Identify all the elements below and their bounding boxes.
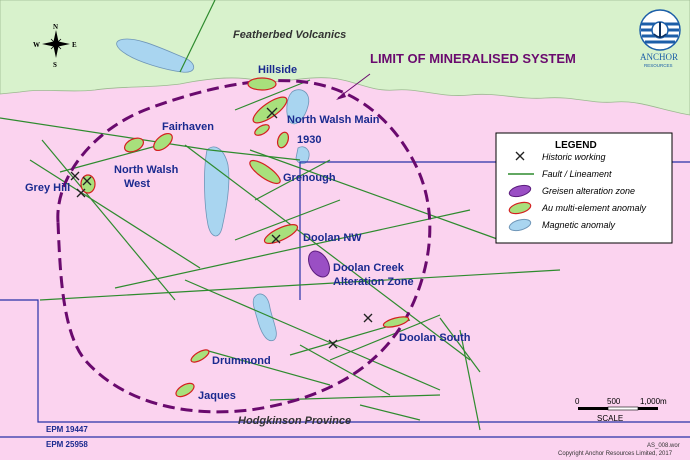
legend-label-au-anomaly: Au multi-element anomaly	[541, 203, 647, 213]
svg-text:E: E	[72, 41, 77, 49]
svg-text:S: S	[53, 61, 57, 69]
logo-name: ANCHOR	[640, 52, 678, 62]
historic-working-icon	[82, 176, 92, 186]
limit-pointer-head	[336, 92, 346, 100]
magnetic-anomaly	[204, 146, 230, 237]
au-anomaly	[175, 382, 195, 398]
au-anomaly	[276, 131, 290, 149]
legend-magnetic-symbol	[508, 218, 532, 232]
limit-label: LIMIT OF MINERALISED SYSTEM	[370, 51, 576, 66]
legend-title: LEGEND	[555, 140, 597, 151]
historic-working-icon	[363, 313, 373, 323]
svg-text:1,000m: 1,000m	[640, 397, 667, 406]
historic-workings	[70, 107, 373, 349]
prospect-label-fairhaven: Fairhaven	[162, 121, 214, 133]
au-anomaly	[153, 132, 173, 152]
prospect-label-jaques: Jaques	[198, 390, 236, 402]
magnetic-anomaly	[295, 146, 310, 164]
svg-text:500: 500	[607, 397, 621, 406]
prospect-label-north-walsh-west-2: West	[124, 178, 150, 190]
prospect-label-drummond: Drummond	[212, 355, 271, 367]
svg-text:W: W	[33, 41, 40, 49]
legend-au-anomaly-symbol	[508, 201, 532, 215]
north-arrow-icon: N S W E	[33, 23, 77, 69]
historic-working-icon	[271, 234, 281, 244]
historic-working-icon	[70, 171, 80, 181]
au-anomaly	[80, 174, 96, 194]
tenement-label-19447: EPM 19447	[46, 425, 88, 434]
prospect-label-1930: 1930	[297, 134, 321, 146]
region-label-south: Hodgkinson Province	[238, 415, 351, 427]
au-anomaly	[123, 137, 145, 153]
au-anomaly	[190, 349, 210, 363]
historic-working-icon	[76, 188, 86, 198]
svg-text:SCALE: SCALE	[597, 414, 623, 423]
prospect-label-doolan-south: Doolan South	[399, 332, 471, 344]
footer-file: AS_008.wor	[647, 443, 680, 449]
au-anomaly	[249, 159, 281, 185]
svg-text:0: 0	[575, 397, 580, 406]
legend-label-magnetic: Magnetic anomaly	[542, 220, 616, 230]
legend-greisen-symbol	[508, 184, 532, 198]
featherbed-volcanics-area	[0, 0, 690, 116]
legend-label-greisen: Greisen alteration zone	[542, 186, 635, 196]
faults	[0, 0, 561, 431]
magnetic-anomaly	[286, 89, 310, 125]
historic-working-icon	[266, 107, 278, 119]
au-anomaly	[254, 124, 270, 136]
au-anomaly	[247, 77, 277, 91]
anchor-logo: ANCHOR RESOURCES	[639, 9, 681, 68]
prospect-label-hillside: Hillside	[258, 64, 297, 76]
historic-working-icon	[328, 339, 338, 349]
prospect-label-doolan-nw: Doolan NW	[303, 232, 362, 244]
prospect-label-doolan-creek: Doolan Creek	[333, 262, 405, 274]
prospect-label-doolan-creek-2: Alteration Zone	[333, 276, 414, 288]
tenement-label-25958: EPM 25958	[46, 440, 88, 449]
scale-bar: 0 500 1,000m SCALE	[575, 397, 667, 423]
prospect-label-grenough: Grenough	[283, 172, 336, 184]
legend: LEGEND Historic working Fault / Lineamen…	[495, 132, 673, 244]
legend-label-fault: Fault / Lineament	[542, 169, 612, 179]
prospect-label-grey-hill: Grey Hill	[25, 182, 70, 194]
logo-sub: RESOURCES	[644, 63, 673, 68]
au-anomaly	[263, 224, 299, 244]
mineralised-limit-outline	[56, 79, 432, 414]
region-label-north: Featherbed Volcanics	[233, 29, 346, 41]
footer-copyright: Copyright Anchor Resources Limited, 2017	[558, 451, 673, 457]
prospect-label-north-walsh-west: North Walsh	[114, 164, 179, 176]
au-anomaly	[382, 316, 410, 328]
prospect-label-north-walsh-main: North Walsh Main	[287, 114, 380, 126]
legend-label-historic-working: Historic working	[542, 152, 606, 162]
greisen-alteration-zone	[308, 250, 330, 278]
svg-text:N: N	[53, 23, 58, 31]
magnetic-anomaly	[116, 38, 195, 73]
legend-historic-working-icon	[515, 151, 525, 161]
